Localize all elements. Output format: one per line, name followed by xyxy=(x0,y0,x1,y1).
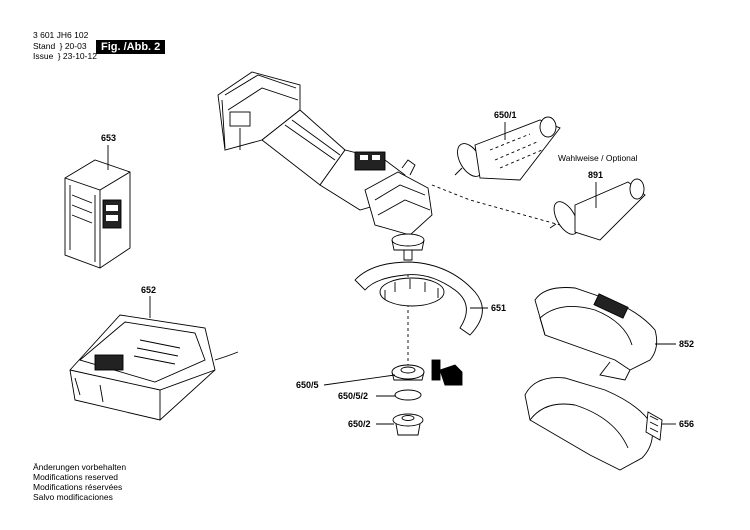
stand-label: Stand xyxy=(33,41,56,51)
angle-grinder-body xyxy=(217,71,433,261)
footer-line-fr: Modifications réservées xyxy=(33,482,123,492)
cutting-guard-852 xyxy=(534,287,658,381)
footer-line-es: Salvo modificaciones xyxy=(33,492,113,502)
guard-651 xyxy=(354,261,483,336)
part-label-652: 652 xyxy=(141,285,157,295)
cutting-guard-656 xyxy=(524,377,663,471)
charger-652 xyxy=(69,314,239,421)
stand-value: 20-03 xyxy=(64,41,87,51)
wrench-symbol-icon xyxy=(431,359,463,386)
footer-line-de: Änderungen vorbehalten xyxy=(33,462,127,472)
part-label-650-5-2: 650/5/2 xyxy=(338,391,369,401)
part-label-852: 852 xyxy=(679,339,695,349)
footer-line-en: Modifications reserved xyxy=(33,472,119,482)
document-number: 3 601 JH6 102 xyxy=(33,30,89,40)
battery-pack-653 xyxy=(64,159,131,269)
optional-note: Wahlweise / Optional xyxy=(558,153,638,163)
assembly-line-handle xyxy=(431,184,561,226)
o-ring-650-5-2 xyxy=(394,389,422,401)
issue-line: Issue } 23-10-12 xyxy=(33,51,97,61)
part-label-891: 891 xyxy=(588,170,604,180)
flange-650-5 xyxy=(391,364,425,381)
clamp-nut-650-2 xyxy=(392,413,424,436)
part-label-650-1: 650/1 xyxy=(494,110,517,120)
part-label-653: 653 xyxy=(101,133,117,143)
part-label-650-5: 650/5 xyxy=(296,380,319,390)
auxiliary-handle-650-1 xyxy=(454,116,561,181)
issue-value: 23-10-12 xyxy=(62,51,97,61)
issue-label: Issue xyxy=(33,51,54,61)
part-label-656: 656 xyxy=(679,419,695,429)
part-label-651: 651 xyxy=(491,303,507,313)
stand-line: Stand } 20-03 xyxy=(33,41,87,51)
optional-handle-891 xyxy=(549,178,646,241)
part-label-650-2: 650/2 xyxy=(348,419,371,429)
figure-badge: Fig. /Abb. 2 xyxy=(96,40,166,54)
leader-650-5 xyxy=(323,374,396,386)
